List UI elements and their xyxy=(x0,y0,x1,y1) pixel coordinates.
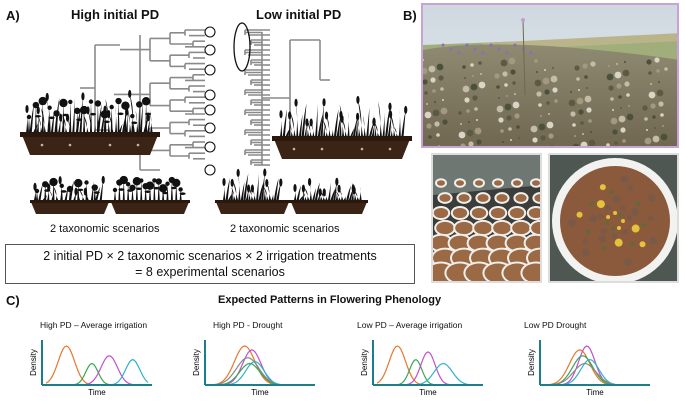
plot-3-xlabel: Time xyxy=(419,388,437,397)
plot-2-xlabel: Time xyxy=(251,388,269,397)
experimental-design-box: 2 initial PD × 2 taxonomic scenarios × 2… xyxy=(5,244,415,284)
planter-low-large xyxy=(272,95,412,159)
plot-4-xlabel: Time xyxy=(586,388,604,397)
plot-2-subtitle: High PD - Drought xyxy=(213,320,283,330)
formula-line-2: = 8 experimental scenarios xyxy=(135,265,285,279)
plot-4-subtitle: Low PD Drought xyxy=(524,320,587,330)
panel-c-label: C) xyxy=(6,293,20,308)
high-pd-title: High initial PD xyxy=(71,7,160,22)
plot-3-ylabel: Density xyxy=(360,349,369,376)
low-pd-scenarios-label: 2 taxonomic scenarios xyxy=(230,223,340,235)
planter-high-small-2 xyxy=(110,175,190,214)
planter-high-large xyxy=(20,89,160,155)
greenhouse-photo xyxy=(431,153,542,283)
planter-high-small-1 xyxy=(30,175,110,214)
panel-a-label: A) xyxy=(6,8,20,23)
plot-1-ylabel: Density xyxy=(29,349,38,376)
planter-low-small-2 xyxy=(290,177,368,214)
plot-1-subtitle: High PD – Average irrigation xyxy=(40,320,148,330)
pot-closeup-photo xyxy=(548,153,679,283)
high-pd-scenarios-label: 2 taxonomic scenarios xyxy=(50,223,160,235)
phenology-title: Expected Patterns in Flowering Phenology xyxy=(218,294,442,306)
planter-low-small-1 xyxy=(215,168,290,214)
clade-highlight-ellipse xyxy=(233,22,251,72)
selected-species-circles xyxy=(204,26,216,176)
field-site-photo xyxy=(421,3,679,148)
plot-2-ylabel: Density xyxy=(192,349,201,376)
low-pd-title: Low initial PD xyxy=(256,7,342,22)
formula-line-1: 2 initial PD × 2 taxonomic scenarios × 2… xyxy=(43,249,377,263)
panel-b-label: B) xyxy=(403,8,417,23)
plot-1-xlabel: Time xyxy=(88,388,106,397)
plot-3-subtitle: Low PD – Average irrigation xyxy=(357,320,463,330)
plot-4-ylabel: Density xyxy=(527,349,536,376)
